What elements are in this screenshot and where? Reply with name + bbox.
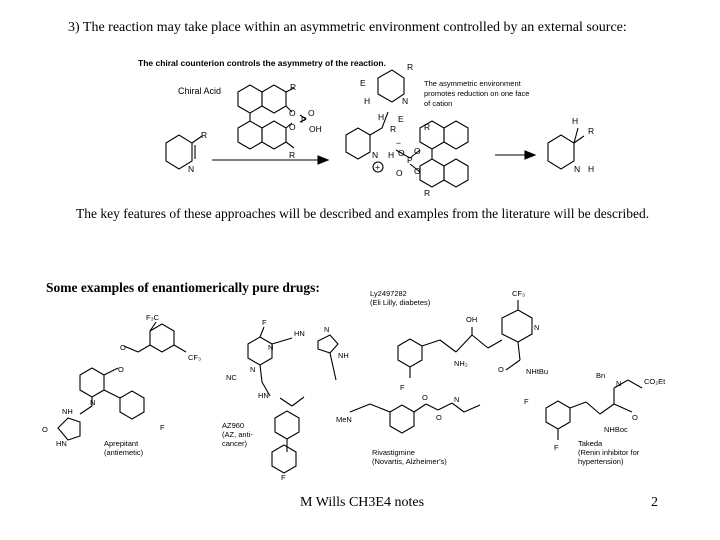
- structure-label: N: [268, 343, 273, 352]
- structure-label: CF₃: [512, 289, 525, 298]
- structure-label: N: [534, 323, 539, 332]
- atom-label: R: [424, 188, 430, 198]
- structure-label: N: [454, 395, 459, 404]
- imine-structure: [165, 134, 203, 170]
- structure-label: OH: [466, 315, 477, 324]
- atom-label: R: [390, 124, 396, 134]
- environment-note-line-1: The asymmetric environment: [424, 79, 522, 88]
- structure-label: NH: [338, 351, 349, 360]
- structure-label: HN: [56, 439, 67, 448]
- structure-label: F: [554, 443, 559, 452]
- slide-heading: 3) The reaction may take place within an…: [68, 20, 627, 35]
- az960-note-2: cancer): [222, 439, 248, 448]
- atom-label: O: [308, 108, 315, 118]
- takeda-structure: [545, 379, 643, 440]
- ly2497282-structure: [397, 300, 533, 378]
- atom-label: N: [574, 164, 580, 174]
- az960-structure: [247, 326, 339, 474]
- structure-label: MeN: [336, 415, 352, 424]
- structure-label: O: [632, 413, 638, 422]
- structure-label: F₃C: [146, 313, 160, 322]
- az960-note-1: (AZ, anti-: [222, 430, 253, 439]
- chiral-acid-label: Chiral Acid: [178, 86, 221, 96]
- chiral-acid-structure: [237, 84, 307, 150]
- atom-label: R: [588, 126, 594, 136]
- atom-label: R: [424, 122, 430, 132]
- atom-label: H: [378, 112, 384, 122]
- atom-label: O: [289, 122, 296, 132]
- takeda-note-1: (Renin inhibitor for: [578, 448, 640, 457]
- aprepitant-structure: [57, 321, 187, 441]
- takeda-name: Takeda: [578, 439, 603, 448]
- atom-label: O: [396, 168, 403, 178]
- structure-label: O: [42, 425, 48, 434]
- rivastigmine-note: (Novartis, Alzheimer's): [372, 457, 447, 466]
- structure-label: NHBoc: [604, 425, 628, 434]
- atom-label: N: [402, 96, 408, 106]
- structure-label: N: [90, 398, 95, 407]
- ion-pair-complex: [345, 69, 469, 188]
- structure-label: F: [160, 423, 165, 432]
- atom-label: −: [396, 138, 401, 148]
- atom-label: OH: [309, 124, 322, 134]
- rivastigmine-structure: [349, 402, 481, 434]
- atom-label: H: [388, 150, 394, 160]
- atom-label: E: [398, 114, 404, 124]
- structure-label: O: [118, 365, 124, 374]
- key-features-text: The key features of these approaches wil…: [76, 206, 650, 221]
- atom-label: P: [301, 115, 307, 125]
- atom-label: +: [375, 162, 380, 172]
- structure-label: HN: [258, 391, 269, 400]
- structure-label: F: [524, 397, 529, 406]
- atom-label: O: [414, 146, 421, 156]
- structure-label: N: [250, 365, 255, 374]
- piperidine-product: [547, 127, 585, 170]
- aprepitant-name: Aprepitant: [104, 439, 139, 448]
- atom-label: R: [290, 82, 296, 92]
- atom-label: P: [407, 155, 413, 165]
- structure-label: F: [281, 473, 286, 482]
- rivastigmine-name: Rivastigmine: [372, 448, 415, 457]
- examples-heading: Some examples of enantiomerically pure d…: [46, 280, 320, 295]
- atom-label: H: [588, 164, 594, 174]
- structure-label: CO₂Et: [644, 377, 666, 386]
- az960-name: AZ960: [222, 421, 244, 430]
- atom-label: O: [289, 108, 296, 118]
- structure-label: NC: [226, 373, 237, 382]
- atom-label: N: [372, 150, 378, 160]
- structure-label: O: [422, 393, 428, 402]
- page-number: 2: [651, 495, 658, 510]
- footer-notes: M Wills CH3E4 notes: [300, 495, 425, 510]
- structure-label: Bn: [596, 371, 605, 380]
- environment-note-line-3: of cation: [424, 99, 452, 108]
- atom-label: R: [289, 150, 295, 160]
- structure-label: CF₃: [188, 353, 201, 362]
- takeda-note-2: hypertension): [578, 457, 624, 466]
- atom-label: O: [414, 166, 421, 176]
- atom-label: N: [188, 164, 194, 174]
- aprepitant-note: (antiemetic): [104, 448, 144, 457]
- atom-label: R: [407, 62, 413, 72]
- structure-label: O: [120, 343, 126, 352]
- structure-label: F: [400, 383, 405, 392]
- atom-label: H: [572, 116, 578, 126]
- atom-label: R: [201, 130, 207, 140]
- structure-label: N: [616, 379, 621, 388]
- atom-label: H: [364, 96, 370, 106]
- atom-label: O: [398, 148, 405, 158]
- ly2497282-note: (Eli Lilly, diabetes): [370, 298, 431, 307]
- ly2497282-name: Ly2497282: [370, 289, 407, 298]
- structure-label: O: [436, 413, 442, 422]
- structure-label: O: [498, 365, 504, 374]
- structure-label: N: [324, 325, 329, 334]
- structure-label: NHtBu: [526, 367, 548, 376]
- structure-label: HN: [294, 329, 305, 338]
- scheme-title: The chiral counterion controls the asymm…: [138, 58, 386, 68]
- structure-label: NH₂: [454, 359, 468, 368]
- structure-label: F: [262, 318, 267, 327]
- structure-label: NH: [62, 407, 73, 416]
- atom-label: E: [360, 78, 366, 88]
- environment-note-line-2: promotes reduction on one face: [424, 89, 529, 98]
